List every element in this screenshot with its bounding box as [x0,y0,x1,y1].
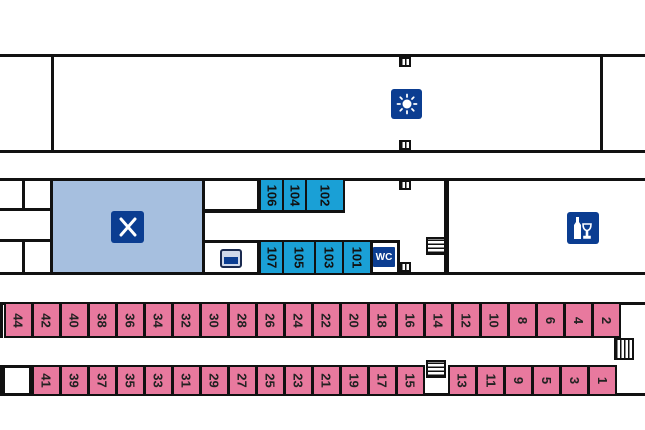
room [0,208,53,242]
sun-deck-left-divider [51,54,54,153]
passenger-cabin[interactable]: 31 [172,365,201,396]
bar-divider [444,178,447,275]
wc-room[interactable] [370,240,400,275]
bar-divider-inner [446,178,449,275]
passenger-cabin[interactable]: 8 [508,302,537,338]
galley[interactable] [202,240,260,275]
oven-icon [220,249,242,268]
passenger-cabin[interactable]: 3 [560,365,589,396]
passenger-cabin[interactable]: 40 [60,302,89,338]
passenger-cabin[interactable]: 2 [592,302,621,338]
sun-deck-right-divider [600,54,603,153]
crew-cabin[interactable]: 103 [314,240,344,275]
sun-deck-bottom-wall [0,150,645,153]
stairs-sun-deck-bottom[interactable] [399,140,411,150]
stairs-middle-side[interactable] [426,237,446,255]
passenger-cabin[interactable]: 36 [116,302,145,338]
sun-icon [391,89,422,119]
corridor-wall [202,210,345,213]
passenger-cabin[interactable]: 41 [32,365,61,396]
passenger-cabin[interactable]: 21 [312,365,341,396]
passenger-cabin[interactable]: 10 [480,302,509,338]
sun-deck-top-wall [0,54,645,57]
passenger-cabin[interactable]: 32 [172,302,201,338]
passenger-cabin[interactable]: 17 [368,365,397,396]
crew-cabin[interactable]: 102 [305,178,345,212]
passenger-cabin[interactable]: 38 [88,302,117,338]
stairs-sun-deck-top[interactable] [399,57,411,67]
room [22,178,53,211]
passenger-cabin[interactable]: 11 [476,365,505,396]
passenger-cabin[interactable]: 30 [200,302,229,338]
passenger-cabin[interactable]: 16 [396,302,425,338]
passenger-cabin[interactable]: 19 [340,365,369,396]
passenger-cabin[interactable]: 23 [284,365,313,396]
passenger-cabin[interactable]: 12 [452,302,481,338]
passenger-cabin[interactable]: 39 [60,365,89,396]
room [22,239,53,275]
wall [0,302,3,338]
passenger-cabin[interactable]: 24 [284,302,313,338]
passenger-cabin[interactable]: 28 [228,302,257,338]
cutlery-icon [111,211,144,243]
room [2,365,32,396]
passenger-cabin[interactable]: 25 [256,365,285,396]
passenger-cabin[interactable]: 29 [200,365,229,396]
stairs-middle-top[interactable] [399,180,411,190]
passenger-cabin[interactable]: 14 [424,302,453,338]
passenger-cabin[interactable]: 4 [564,302,593,338]
passenger-cabin[interactable]: 44 [4,302,33,338]
crew-cabin[interactable]: 101 [342,240,372,275]
room [202,178,260,212]
passenger-cabin[interactable]: 1 [588,365,617,396]
passenger-cabin[interactable]: 35 [116,365,145,396]
oven-window [224,257,238,264]
passenger-cabin[interactable]: 27 [228,365,257,396]
passenger-cabin[interactable]: 34 [144,302,173,338]
crew-cabin[interactable]: 105 [282,240,316,275]
crew-cabin[interactable]: 107 [259,240,284,275]
crew-cabin[interactable]: 106 [259,178,284,212]
stairs-middle-bottom[interactable] [399,262,411,272]
passenger-cabin[interactable]: 15 [396,365,425,396]
passenger-cabin[interactable]: 26 [256,302,285,338]
passenger-cabin[interactable]: 20 [340,302,369,338]
wine-bar-icon [567,212,599,244]
crew-cabin[interactable]: 104 [282,178,307,212]
stairs-main-deck[interactable] [426,360,446,378]
passenger-cabin[interactable]: 18 [368,302,397,338]
passenger-cabin[interactable]: 13 [448,365,477,396]
passenger-cabin[interactable]: 5 [532,365,561,396]
passenger-cabin[interactable]: 37 [88,365,117,396]
stairs-main-deck-aft[interactable] [614,338,634,360]
wc-icon: WC [373,247,395,267]
passenger-cabin[interactable]: 6 [536,302,565,338]
passenger-cabin[interactable]: 33 [144,365,173,396]
room [0,239,25,275]
passenger-cabin[interactable]: 9 [504,365,533,396]
wall [0,365,3,396]
passenger-cabin[interactable]: 42 [32,302,61,338]
passenger-cabin[interactable]: 22 [312,302,341,338]
